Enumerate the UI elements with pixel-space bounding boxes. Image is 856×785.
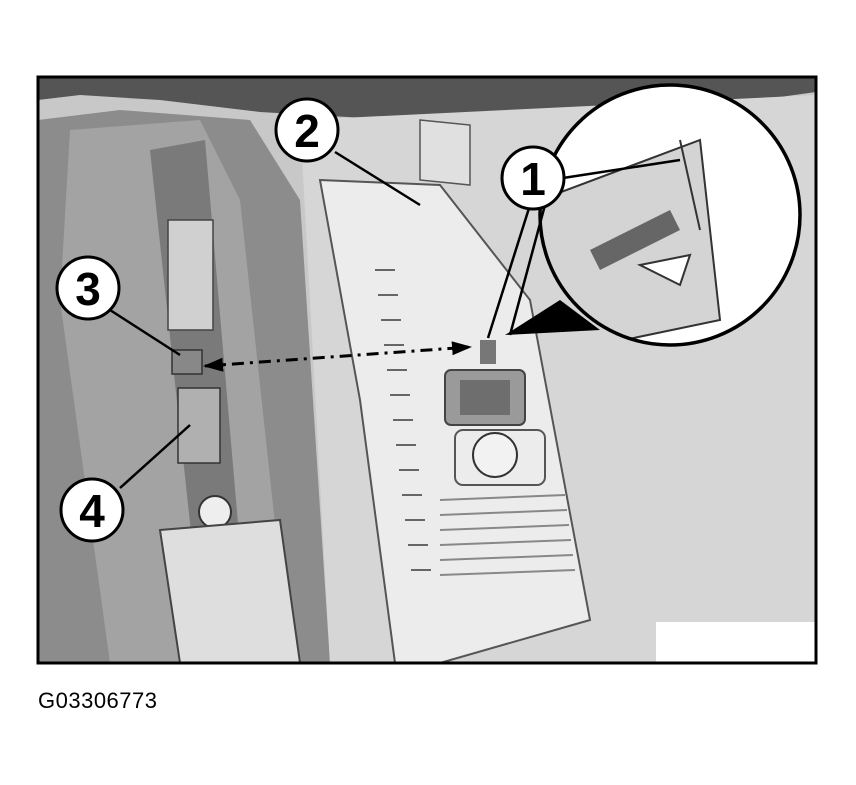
leader-1a <box>562 158 681 180</box>
callout-1: 1 <box>500 145 566 211</box>
alignment-arrow <box>203 341 472 372</box>
svg-text:4: 4 <box>79 485 105 537</box>
svg-text:2: 2 <box>294 105 320 157</box>
leader-4 <box>119 424 191 489</box>
callout-3: 3 <box>55 255 121 321</box>
detail-magnifier <box>505 83 802 347</box>
callout-4: 4 <box>59 477 125 543</box>
figure-code: G03306773 <box>38 688 158 713</box>
leader-1c <box>508 204 547 336</box>
frame-border <box>36 75 818 665</box>
leader-1b <box>486 204 532 339</box>
svg-text:3: 3 <box>75 263 101 315</box>
callout-2: 2 <box>274 97 340 163</box>
leader-3 <box>109 308 181 357</box>
leader-2 <box>334 150 421 207</box>
svg-text:1: 1 <box>520 153 546 205</box>
